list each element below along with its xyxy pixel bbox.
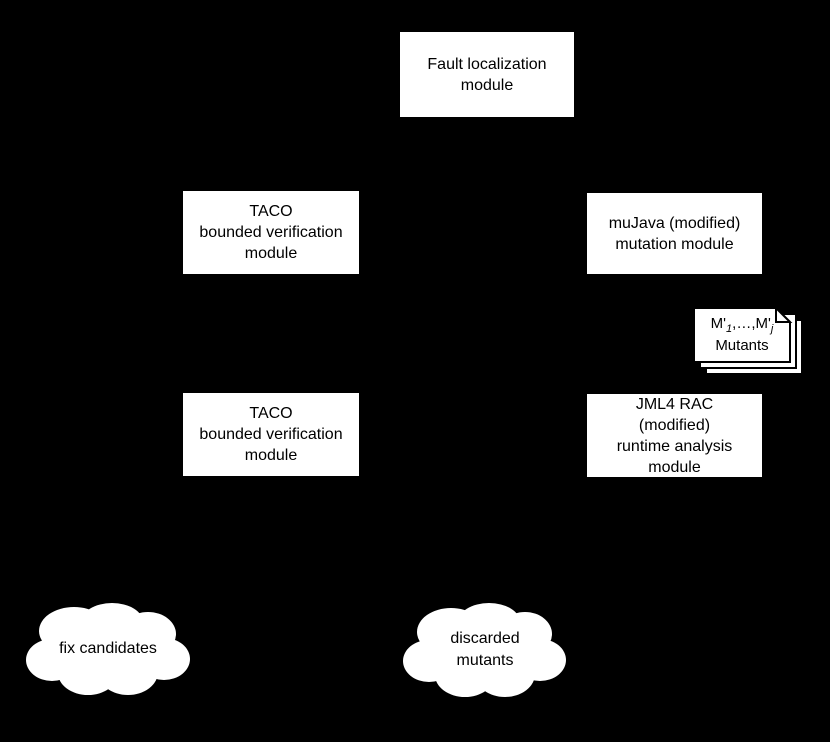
cloud-icon bbox=[403, 603, 566, 697]
node-taco-bounded-verification-top: TACO bounded verification module bbox=[182, 190, 360, 275]
node-jml4-rac-runtime-analysis-module: JML4 RAC (modified) runtime analysis mod… bbox=[586, 393, 763, 478]
mutants-word-line: Mutants bbox=[715, 337, 769, 354]
node-label-line: module bbox=[648, 458, 701, 476]
node-label-line: module bbox=[244, 447, 298, 464]
node-label-line: module bbox=[460, 76, 514, 94]
node-label-line: (modified) bbox=[638, 416, 711, 434]
discarded-mutants-cloud: discarded mutants bbox=[400, 600, 570, 700]
node-fault-localization-module: Fault localization module bbox=[399, 31, 575, 118]
fix-candidates-cloud: fix candidates bbox=[22, 601, 194, 697]
fix-candidates-label: fix candidates bbox=[59, 640, 157, 657]
node-label-line: runtime analysis bbox=[616, 437, 733, 455]
node-taco-bounded-verification-bottom: TACO bounded verification module bbox=[182, 392, 360, 477]
node-label-line: bounded verification bbox=[199, 224, 343, 241]
node-label-line: Fault localization bbox=[427, 55, 547, 73]
stacked-documents-icon bbox=[693, 306, 803, 375]
node-label-line: module bbox=[244, 245, 298, 262]
node-label-line: JML4 RAC bbox=[635, 395, 714, 413]
node-label-line: muJava (modified) bbox=[608, 214, 741, 232]
node-label-line: bounded verification bbox=[199, 426, 343, 443]
mutants-stack-label: M'1,…,M'j Mutants bbox=[694, 308, 790, 362]
mutants-ids-line: M'1,…,M'j bbox=[710, 315, 774, 335]
node-mujava-mutation-module: muJava (modified) mutation module bbox=[586, 192, 763, 275]
node-label-line: TACO bbox=[249, 203, 293, 220]
discarded-mutants-label: discarded mutants bbox=[450, 630, 520, 669]
cloud-icon bbox=[26, 603, 190, 695]
mutants-stack-icon: M'1,…,M'j Mutants bbox=[692, 306, 808, 380]
node-label-line: TACO bbox=[249, 405, 293, 422]
node-label-line: mutation module bbox=[615, 235, 734, 253]
